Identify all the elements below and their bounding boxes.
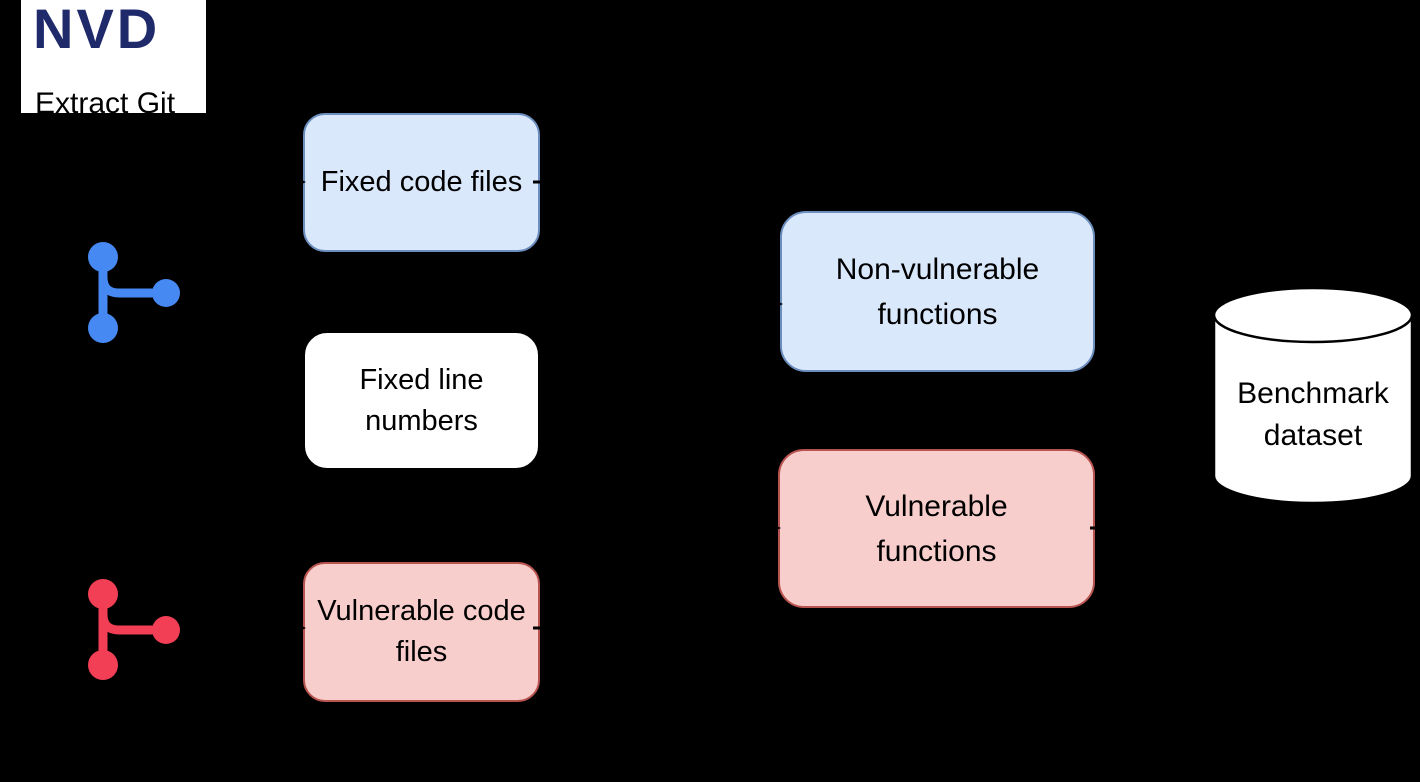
vulnerable-code-files-label: Vulnerable code files bbox=[317, 595, 526, 668]
fixed-line-numbers-box: Fixed line numbers bbox=[305, 333, 538, 468]
non-vulnerable-functions-label: Non-vulnerable functions bbox=[835, 252, 1040, 331]
vulnerable-functions-label: Vulnerable functions bbox=[865, 489, 1008, 568]
extract-git-caption: Extract Git bbox=[35, 87, 176, 113]
git-branch-vulnerable-icon bbox=[88, 579, 180, 680]
nvd-logo: NVD bbox=[33, 0, 161, 60]
database-cylinder-shape bbox=[1213, 287, 1413, 505]
fixed-code-files-label: Fixed code files bbox=[320, 166, 523, 198]
git-branch-fixed-icon bbox=[88, 242, 180, 343]
vulnerable-code-files-box: Vulnerable code files bbox=[303, 562, 540, 702]
vulnerable-functions-box: Vulnerable functions bbox=[778, 449, 1095, 608]
fixed-code-files-box: Fixed code files bbox=[303, 113, 540, 252]
benchmark-dataset-label: Benchmark dataset bbox=[1237, 377, 1389, 452]
non-vulnerable-functions-box: Non-vulnerable functions bbox=[780, 211, 1095, 372]
fixed-line-numbers-label: Fixed line numbers bbox=[359, 363, 484, 437]
benchmark-dataset-cylinder: Benchmark dataset bbox=[1213, 287, 1413, 505]
nvd-source-panel: NVD Extract Git bbox=[21, 0, 206, 113]
